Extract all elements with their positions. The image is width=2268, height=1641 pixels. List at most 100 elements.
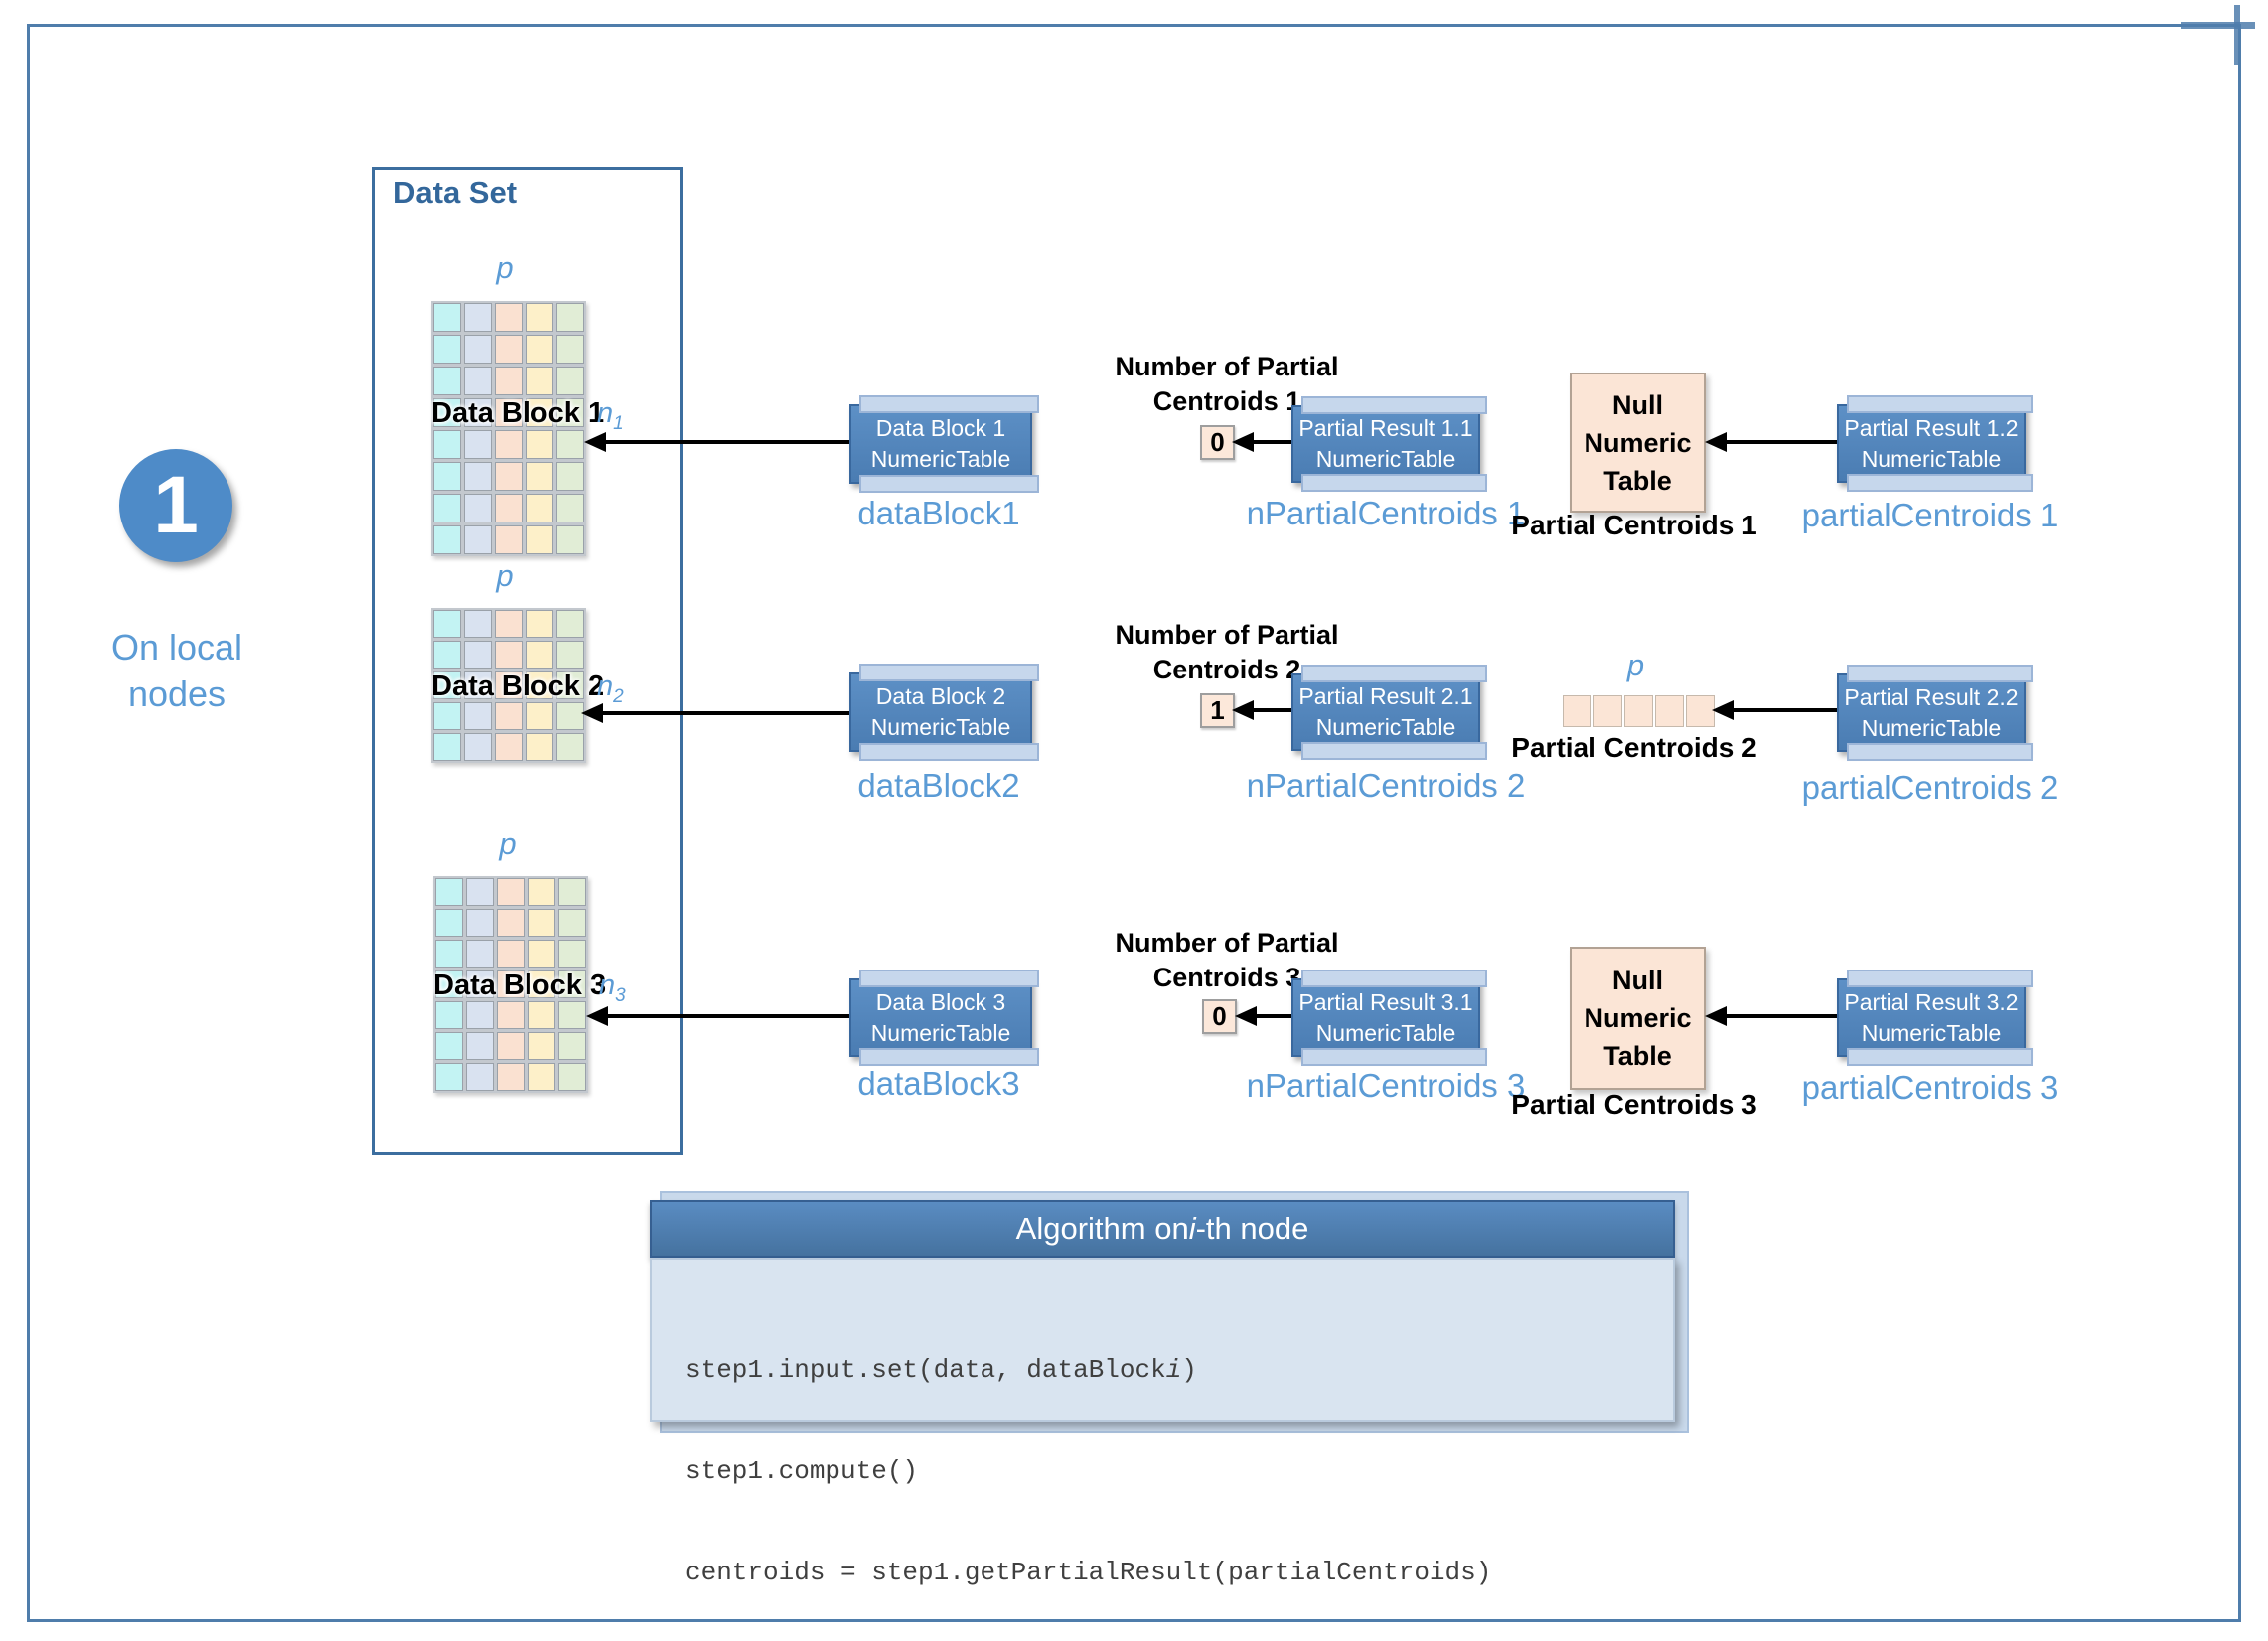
grid-cell [495,367,523,395]
grid-cell [433,335,461,364]
grid-cell [435,970,463,998]
grid-cell [556,398,584,427]
grid-cell [495,733,523,761]
grid-cell [558,909,586,937]
grid-cell [526,494,553,522]
grid-cell [526,462,553,491]
grid-cell [528,970,555,998]
arrow-result32-to-nulltable3 [1705,1006,1837,1026]
npartialcentroids2-var-label: nPartialCentroids 2 [1246,767,1526,804]
grid-cell [556,733,584,761]
grid-cell [433,641,461,669]
grid-cell [558,878,586,906]
frame-corner-mark [2181,22,2255,29]
grid-cell [497,970,525,998]
grid-cell [558,1032,586,1060]
grid-cell [556,430,584,459]
grid-cell [556,610,584,638]
partial-result-3-2-box: Partial Result 3.2 NumericTable [1837,970,2033,1066]
grid-cell [435,1063,463,1091]
grid-cell [464,702,492,730]
grid-cell [495,641,523,669]
grid-cell [495,303,523,332]
grid-cell [556,671,584,699]
grid-cell [526,641,553,669]
frame-corner-mark [2234,5,2240,65]
grid-cell [556,641,584,669]
num-partial-centroids-2-title: Number of Partial Centroids 2 [1115,620,1339,684]
grid-cell [526,702,553,730]
data-set-title: Data Set [393,175,518,210]
grid-cell [528,878,555,906]
arrow-datablock1-to-grid [584,432,849,452]
grid-cell [466,1063,494,1091]
grid-cell [558,940,586,968]
grid-cell [495,702,523,730]
grid-cell [433,430,461,459]
centroid-cell [1563,695,1591,727]
grid-cell [466,940,494,968]
data-block-3-numerictable-box: Data Block 3 NumericTable [849,970,1039,1066]
partial-result-1-2-box: Partial Result 1.2 NumericTable [1837,395,2033,492]
grid-cell [556,494,584,522]
grid-cell [466,1001,494,1029]
data-block-2-label: Data Block 2 [431,671,605,702]
grid-cell [464,671,492,699]
partial-result-2-1-box: Partial Result 2.1 NumericTable [1291,665,1487,760]
grid-cell [466,970,494,998]
grid-cell [433,303,461,332]
grid-cell [464,641,492,669]
partial-centroids-3-label: Partial Centroids 3 [1511,1089,1757,1119]
data-block-3-grid [433,876,588,1093]
grid-cell [497,1063,525,1091]
grid-cell [528,1063,555,1091]
arrow-result31-to-count3 [1235,1006,1291,1026]
partial-centroids-2-cells [1563,695,1715,727]
grid-cell [433,702,461,730]
centroid-cell [1624,695,1653,727]
null-numeric-table-1: Null Numeric Table [1570,373,1706,513]
datablock1-var-label: dataBlock1 [857,495,1020,531]
count-value-box-3: 0 [1202,999,1237,1034]
grid-cell [556,702,584,730]
p-dim-label-centroids2: p [1626,648,1645,682]
grid-cell [464,398,492,427]
grid-cell [433,367,461,395]
partial-centroids-2-label: Partial Centroids 2 [1511,732,1757,763]
grid-cell [435,909,463,937]
step-number: 1 [153,460,199,550]
outer-frame [27,24,2241,1622]
count-value-box-1: 0 [1200,425,1235,460]
partialcentroids2-var-label: partialCentroids 2 [1801,769,2059,806]
grid-cell [526,610,553,638]
num-partial-centroids-1-title: Number of Partial Centroids 1 [1115,352,1339,416]
grid-cell [558,1063,586,1091]
p-dim-label-block2: p [496,558,514,593]
grid-cell [497,1032,525,1060]
grid-cell [495,462,523,491]
partial-result-3-1-box: Partial Result 3.1 NumericTable [1291,970,1487,1066]
arrow-datablock3-to-grid [586,1006,849,1026]
grid-cell [526,671,553,699]
grid-cell [526,430,553,459]
code-line: centroids = step1.getPartialResult(parti… [685,1558,1492,1587]
grid-cell [466,1032,494,1060]
grid-cell [464,733,492,761]
grid-cell [495,671,523,699]
grid-cell [466,909,494,937]
grid-cell [556,525,584,554]
grid-cell [526,525,553,554]
code-line: step1.compute() [685,1456,919,1486]
grid-cell [464,335,492,364]
algorithm-box-body: step1.input.set(data, dataBlocki) step1.… [650,1258,1675,1587]
partialcentroids1-var-label: partialCentroids 1 [1801,497,2059,533]
grid-cell [497,1001,525,1029]
grid-cell [556,367,584,395]
grid-cell [466,878,494,906]
npartialcentroids1-var-label: nPartialCentroids 1 [1246,495,1526,531]
data-block-2-numerictable-box: Data Block 2 NumericTable [849,664,1039,761]
grid-cell [526,733,553,761]
grid-cell [464,367,492,395]
step-caption: On local nodes [110,627,243,714]
